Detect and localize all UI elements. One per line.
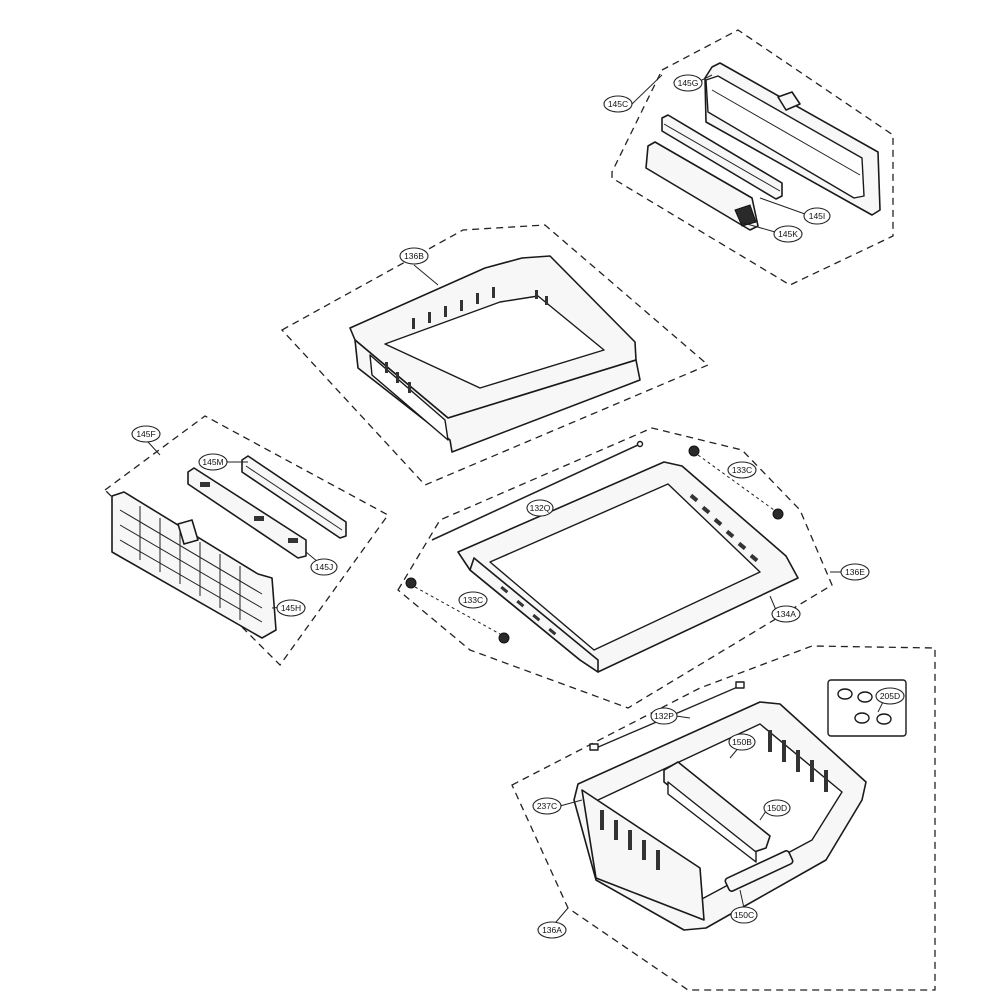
drawer-136e-group: [397, 427, 842, 709]
part-145k-lower-rail: [645, 141, 759, 231]
part-145j-middle-rail: [187, 467, 307, 559]
callout-136a: 136A: [537, 921, 567, 939]
callout-134a-text: 134A: [776, 609, 796, 619]
callout-150b: 150B: [728, 733, 756, 751]
rail-assembly-145f-group: [104, 415, 389, 667]
callout-145h: 145H: [276, 599, 306, 617]
callout-150b-text: 150B: [732, 737, 752, 747]
callout-145i-text: 145I: [809, 211, 826, 221]
part-145h-grille-cells: [119, 506, 263, 623]
part-145h-grille-bracket: [111, 491, 277, 639]
callout-145g-text: 145G: [678, 78, 699, 88]
part-145m-top-rail: [241, 455, 347, 539]
part-134a-vents: [500, 493, 759, 636]
part-136b-drawer: [349, 255, 641, 453]
callout-133c-bottom: 133C: [458, 591, 488, 609]
callout-136b-text: 136B: [404, 251, 424, 261]
callout-136e-text: 136E: [845, 567, 865, 577]
group-boundary-145c: [611, 29, 894, 286]
callout-145f-text: 145F: [136, 429, 155, 439]
callout-132q-text: 132Q: [530, 503, 551, 513]
group-boundary-136e: [397, 427, 833, 709]
callout-136e: 136E: [840, 563, 870, 581]
callout-145c-text: 145C: [608, 99, 628, 109]
part-134a-cover-tray: [457, 461, 799, 673]
drawer-136b-group: [280, 224, 710, 486]
callout-145m: 145M: [198, 453, 228, 471]
callout-150c-text: 150C: [734, 910, 754, 920]
part-133c-caps-bottom: [405, 577, 510, 644]
part-145g-bracket: [704, 62, 881, 216]
callout-150d: 150D: [763, 799, 791, 817]
callout-145m-text: 145M: [202, 457, 223, 467]
callout-205d-text: 205D: [880, 691, 900, 701]
callout-labels: 145C 145G 145I 145K 136B 145F 145M 145J: [131, 74, 905, 939]
callout-237c-text: 237C: [537, 801, 557, 811]
group-boundary-136b: [280, 224, 710, 486]
part-150c-handle: [724, 850, 794, 892]
part-150b-divider: [663, 761, 771, 863]
callout-145f: 145F: [131, 425, 161, 443]
callout-132p: 132P: [650, 707, 678, 725]
callout-136b: 136B: [399, 247, 429, 265]
callout-150c: 150C: [730, 906, 758, 924]
group-boundary-136a: [511, 645, 936, 991]
part-145i-slide-rail: [661, 114, 783, 200]
callout-237c: 237C: [532, 797, 562, 815]
callout-145k: 145K: [773, 225, 803, 243]
callout-145h-text: 145H: [281, 603, 301, 613]
callout-133c-top: 133C: [727, 461, 757, 479]
callout-145c: 145C: [603, 95, 633, 113]
callout-132p-text: 132P: [654, 711, 674, 721]
part-133c-caps-top: [688, 445, 784, 520]
callout-150d-text: 150D: [767, 803, 787, 813]
callout-133c-bottom-text: 133C: [463, 595, 483, 605]
callout-133c-top-text: 133C: [732, 465, 752, 475]
drawer-136a-group: [511, 645, 936, 991]
callout-205d: 205D: [875, 687, 905, 705]
callout-132q: 132Q: [526, 499, 554, 517]
callout-145j: 145J: [310, 558, 338, 576]
callout-145i: 145I: [803, 207, 831, 225]
callout-145k-text: 145K: [778, 229, 798, 239]
drawer-136b-vents: [385, 287, 548, 393]
callout-136a-text: 136A: [542, 925, 562, 935]
part-132q-rod: [431, 440, 644, 541]
callout-145g: 145G: [673, 74, 703, 92]
callout-145j-text: 145J: [315, 562, 333, 572]
part-237c-vents: [600, 730, 828, 870]
callout-134a: 134A: [771, 605, 801, 623]
rail-assembly-145c-group: [611, 29, 894, 286]
